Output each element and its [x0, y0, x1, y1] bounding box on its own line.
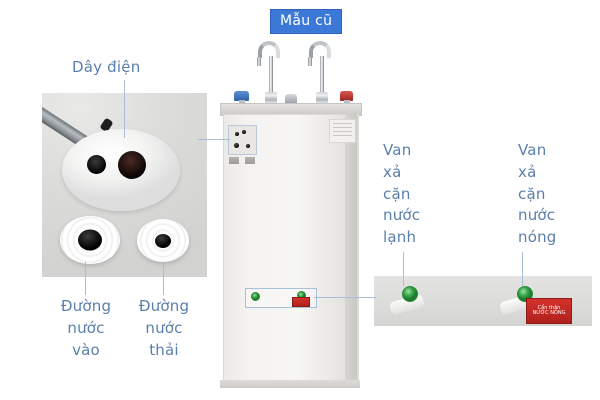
cold-faucet-spout: [257, 57, 261, 66]
cold-drain-valve: [388, 284, 432, 318]
drain-valve-highlight-box: [245, 288, 317, 308]
warning-tag-line2: NƯỚC NÓNG: [532, 310, 566, 316]
cold-faucet-arc: [258, 41, 280, 58]
hot-water-knob[interactable]: [340, 91, 353, 105]
port-bottom-left: [234, 143, 239, 148]
hot-faucet-spout: [308, 57, 312, 66]
hot-knob-stem: [343, 100, 350, 105]
port-top-right: [242, 130, 246, 134]
dispenser-base: [220, 380, 360, 388]
water-inlet-fitting-core: [78, 229, 102, 251]
label-cold-drain-valve: Van xả cặn nước lạnh: [383, 141, 421, 246]
cold-faucet-base: [265, 92, 277, 106]
leader-waste-water: [163, 262, 164, 295]
spec-sticker: [329, 119, 356, 143]
label-waste-water: Đường nước thải: [138, 297, 190, 359]
vent-left: [229, 157, 239, 164]
cold-water-knob[interactable]: [234, 91, 249, 105]
cold-valve-green-knob: [402, 286, 418, 302]
cold-knob-stem: [238, 100, 245, 105]
label-hot-drain-valve: Van xả cặn nước nóng: [518, 141, 557, 246]
cold-faucet-neck: [269, 56, 273, 103]
waste-water-fitting-core: [155, 233, 171, 248]
leader-power-cord: [124, 80, 125, 138]
leader-cold-valve: [403, 252, 404, 286]
machine-cold-valve-knob: [251, 292, 260, 301]
leader-photo-to-machine: [198, 139, 230, 140]
hot-faucet-neck: [320, 56, 324, 103]
port-bottom-right: [246, 144, 250, 148]
large-port-hole: [118, 151, 146, 179]
hot-faucet-base: [316, 92, 328, 106]
dispenser-body: [223, 114, 359, 388]
water-inlet-fitting: [60, 216, 120, 264]
drain-valves-photo: Cẩn thận NƯỚC NÓNG: [374, 276, 592, 326]
warning-tag-line1: Cẩn thận: [537, 304, 561, 311]
cord-hole: [87, 155, 106, 174]
leader-machine-to-valves-photo: [314, 297, 376, 298]
machine-warning-tag: [292, 297, 310, 307]
label-water-inlet: Đường nước vào: [60, 297, 112, 359]
waste-water-fitting: [137, 219, 189, 262]
dispenser-right-side: [345, 114, 357, 386]
machine-cold-valve: [251, 292, 263, 304]
back-panel-disc: [62, 129, 180, 211]
port-top-left: [235, 132, 239, 136]
hot-faucet-arc: [309, 41, 331, 58]
hot-water-warning-tag: Cẩn thận NƯỚC NÓNG: [526, 298, 572, 324]
leader-water-inlet: [85, 262, 86, 295]
vent-right: [245, 157, 255, 164]
label-power-cord: Dây điện: [72, 58, 141, 76]
leader-hot-valve: [522, 252, 523, 286]
connection-port-panel: [228, 125, 257, 155]
model-tag-chip: Mẫu cũ: [270, 9, 343, 34]
center-spout: [285, 94, 297, 103]
